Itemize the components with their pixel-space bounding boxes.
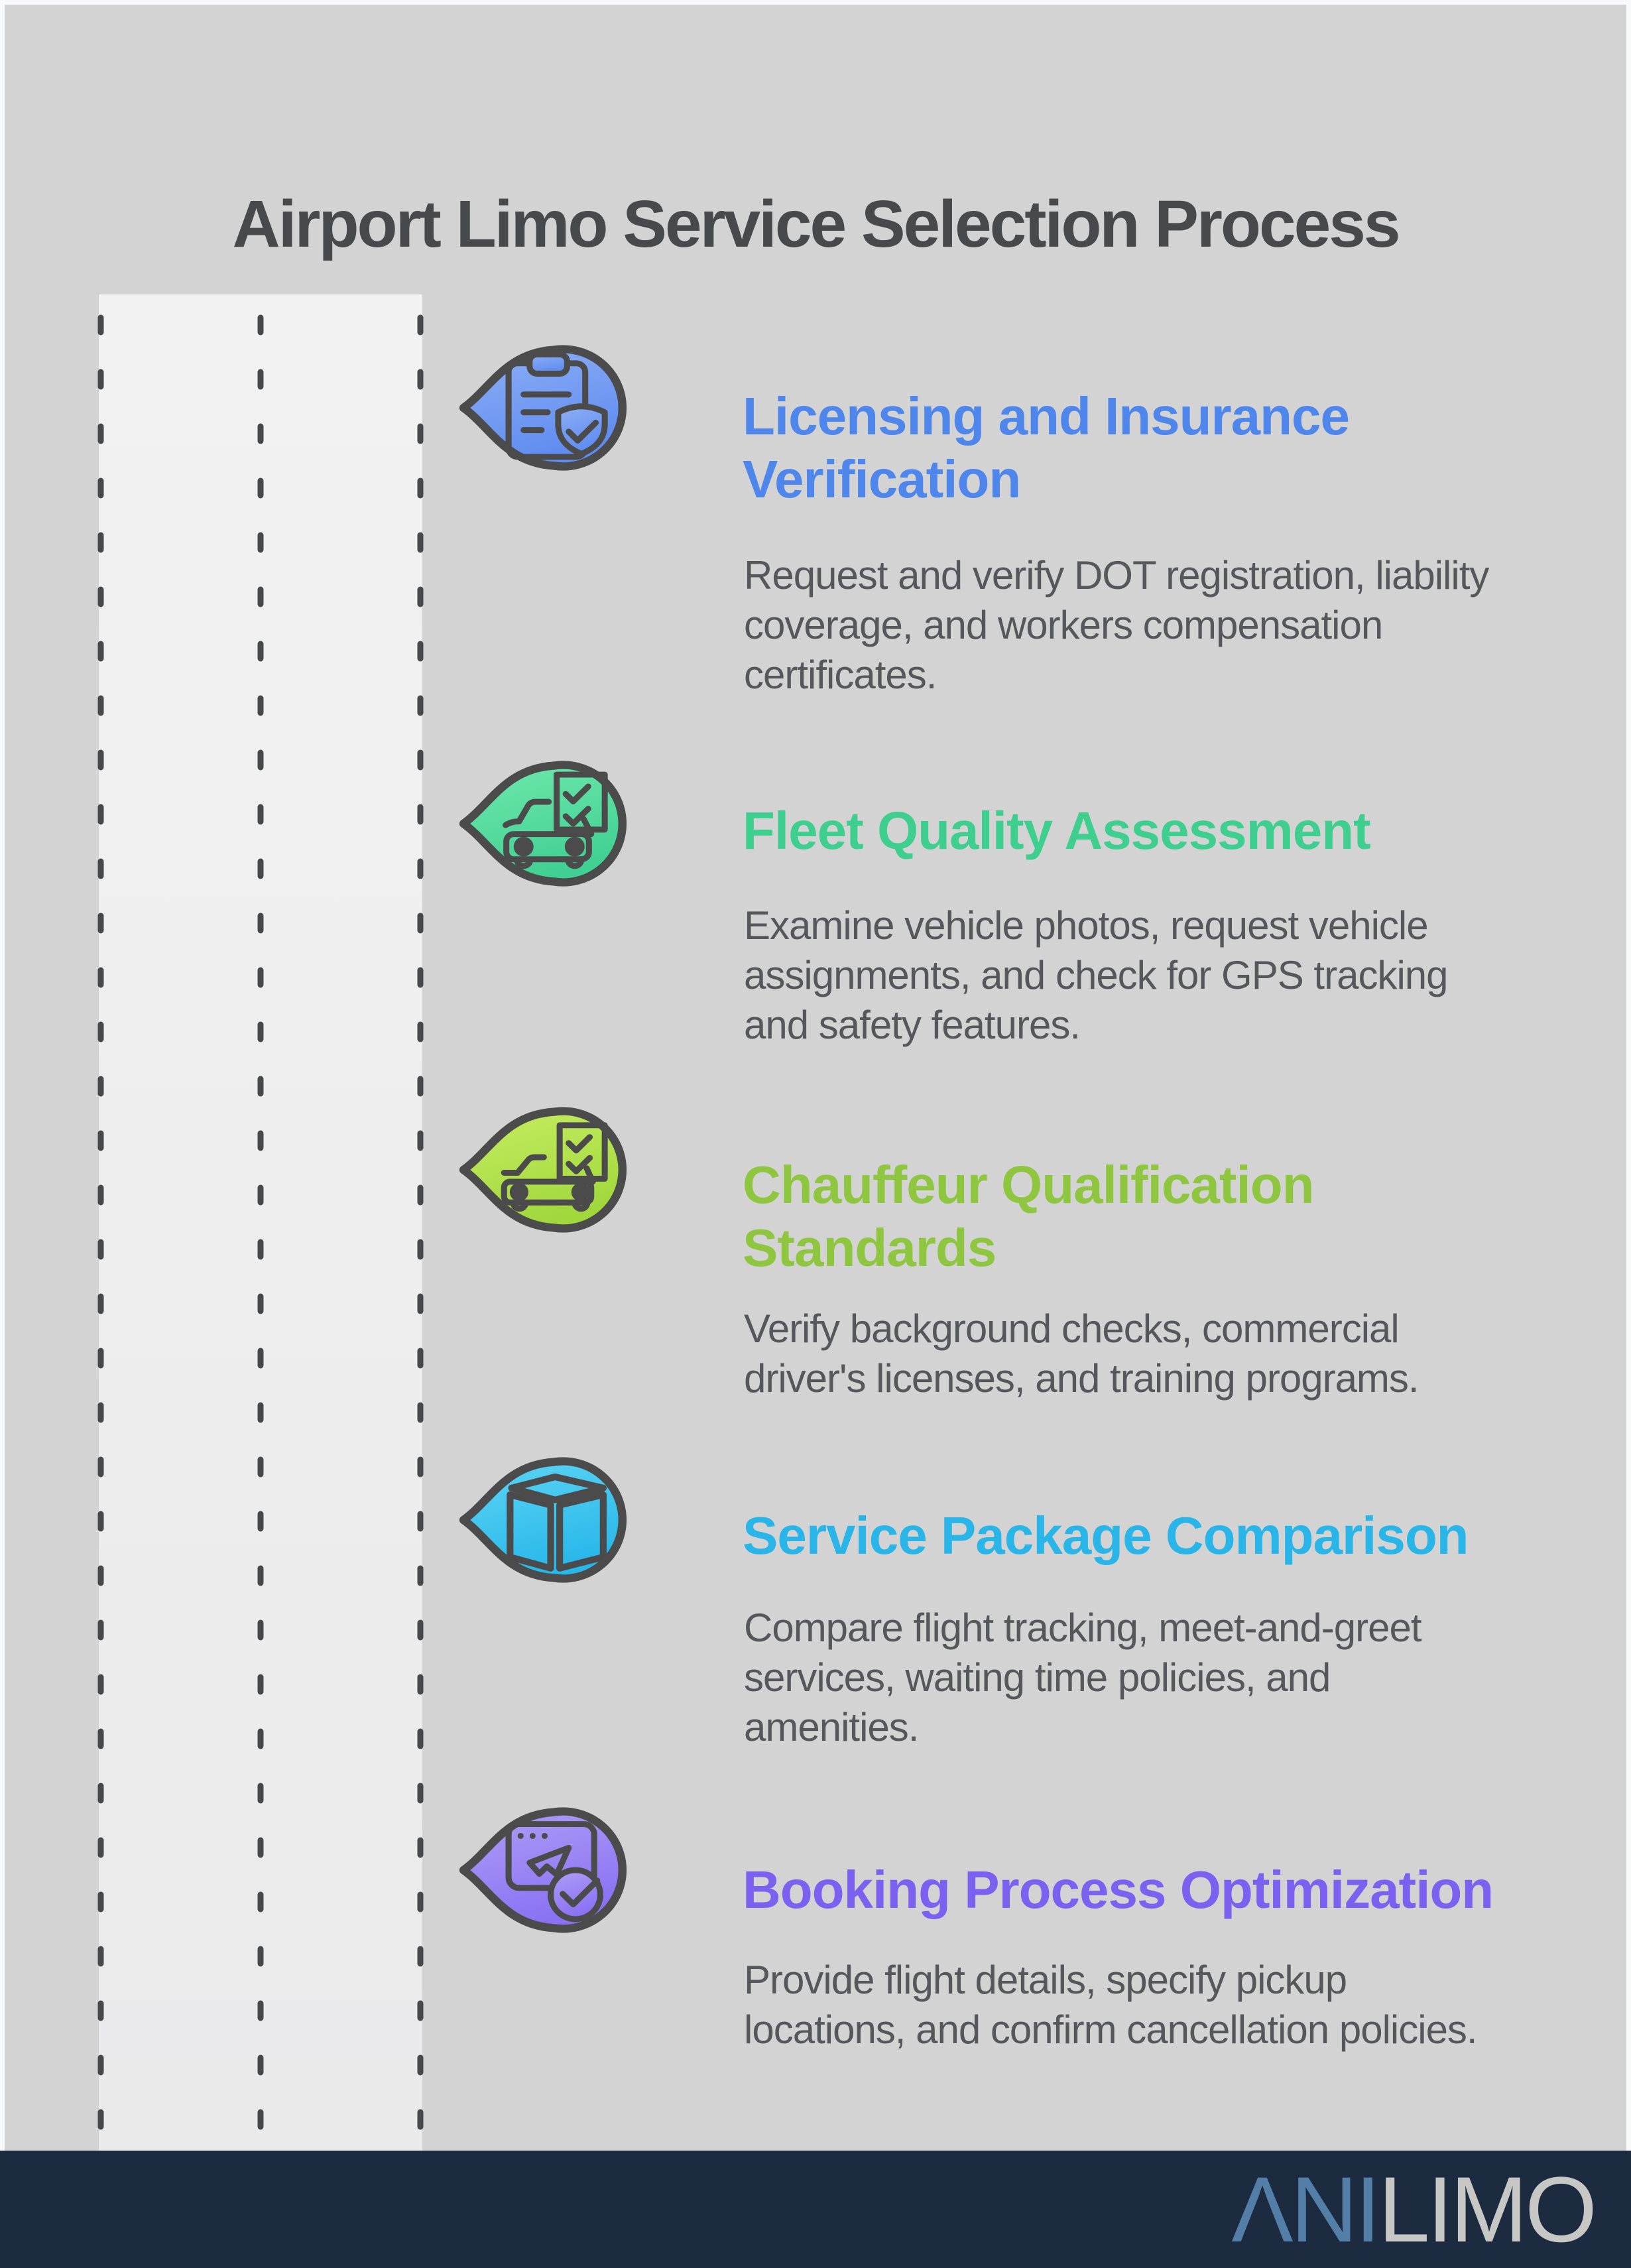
step-description-booking-process: Provide flight details, specify pickup l…: [744, 1958, 1478, 2052]
brand-logo-rest: LIMO: [1378, 2157, 1597, 2261]
limo-checklist-icon: [457, 1096, 638, 1244]
road-graphic: [97, 294, 424, 2151]
footer-bar: ΛNILIMO: [0, 2151, 1631, 2268]
road-surface: [99, 294, 422, 2151]
booking-confirmation-icon: [457, 1796, 638, 1944]
step-title-licensing-insurance: Licensing and Insurance Verification: [743, 387, 1350, 509]
step-description-chauffeur-qualification: Verify background checks, commercial dri…: [744, 1306, 1420, 1401]
brand-logo: ΛNILIMO: [1231, 2163, 1597, 2256]
step-description-service-package: Compare flight tracking, meet-and-greet …: [744, 1606, 1422, 1749]
step-description-licensing-insurance: Request and verify DOT registration, lia…: [744, 553, 1489, 697]
brand-logo-accent: ΛNI: [1231, 2157, 1381, 2261]
step-title-fleet-quality: Fleet Quality Assessment: [743, 801, 1371, 860]
step-title-service-package: Service Package Comparison: [743, 1506, 1469, 1565]
clipboard-shield-check-icon: [457, 334, 638, 482]
step-description-fleet-quality: Examine vehicle photos, request vehicle …: [744, 903, 1449, 1047]
page-title: Airport Limo Service Selection Process: [232, 187, 1401, 261]
package-cube-icon: [457, 1446, 638, 1594]
vehicle-checklist-icon: [457, 749, 638, 898]
step-title-booking-process: Booking Process Optimization: [743, 1860, 1494, 1919]
step-title-chauffeur-qualification: Chauffeur Qualification Standards: [743, 1155, 1315, 1277]
